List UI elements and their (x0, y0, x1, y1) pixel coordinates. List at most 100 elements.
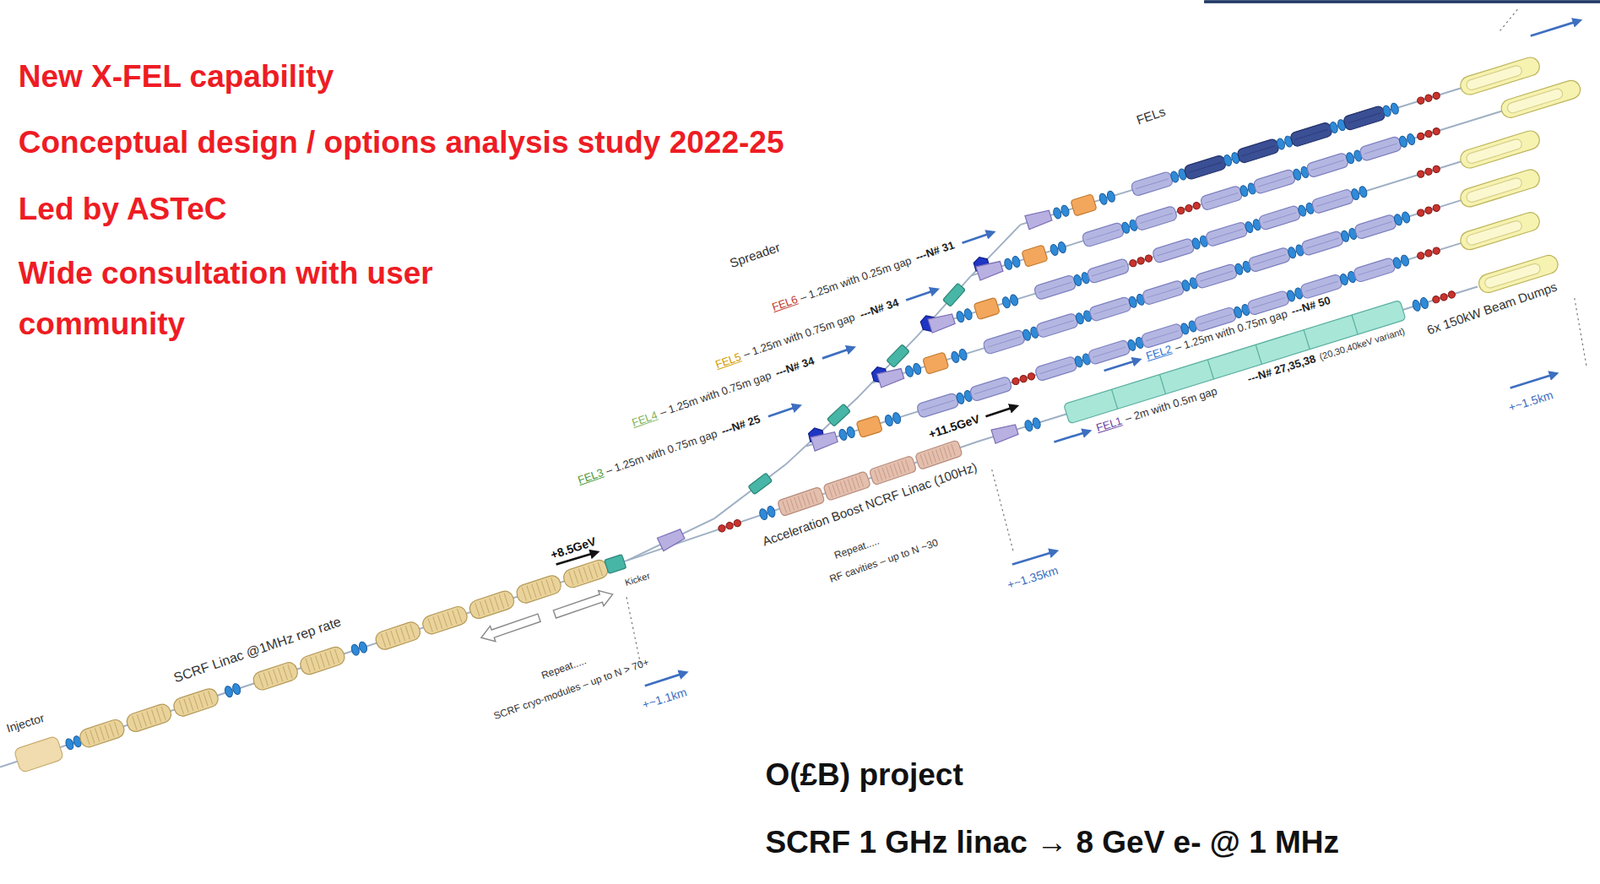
undulator (1352, 257, 1396, 283)
ncrf-cell (939, 448, 944, 461)
quadrupole (1398, 132, 1416, 148)
quadrupole-coil (949, 350, 960, 364)
cryomodule-rib (452, 610, 457, 624)
ncrf-cell (832, 484, 837, 497)
fel1-undulator-body (1063, 299, 1406, 424)
fel1-undulator-joint (1351, 314, 1358, 335)
quadrupole-coil (1191, 237, 1202, 250)
sextupole (1424, 129, 1433, 138)
quadrupole-coil (954, 391, 966, 405)
dipole (810, 429, 839, 451)
quadrupole-coil (1181, 279, 1192, 293)
quadrupole-coil (963, 308, 974, 321)
undulator-body (1130, 171, 1174, 197)
cryomodule (420, 604, 469, 636)
ncrf-cell (813, 490, 819, 503)
undulator-gap (974, 384, 1008, 395)
dipole-body (656, 527, 685, 552)
cryomodule-rib (569, 571, 574, 586)
cryomodule-body (298, 645, 347, 677)
quadrupole-coil (1285, 289, 1297, 303)
undulator-body (1352, 257, 1396, 283)
undulator-gap (1294, 129, 1328, 140)
undulator-gap (1038, 282, 1072, 293)
ncrf-cell (905, 459, 910, 472)
undulator-body (1199, 184, 1243, 211)
cryomodule-rib (504, 593, 509, 608)
beam-dump-core (1465, 176, 1524, 204)
ncrf-cell (878, 468, 883, 481)
quadrupole (1003, 254, 1021, 271)
cryomodule-rib (325, 652, 330, 667)
cryomodule-rib (521, 587, 527, 602)
quadrupole-coil (1339, 229, 1351, 243)
quadrupole-coil (1419, 296, 1430, 310)
spreader-septum (943, 282, 966, 307)
undulator (1289, 121, 1333, 147)
undulator-gap (1086, 229, 1120, 240)
sextupole-triplet (1416, 127, 1442, 142)
ncrf-module (868, 455, 917, 485)
ncrf-body (868, 455, 917, 485)
ncrf-cell (951, 444, 956, 456)
quadrupole-coil (1275, 137, 1286, 151)
quadrupole-coil (1238, 184, 1249, 198)
cryomodule-rib (305, 658, 310, 673)
beam-components (13, 54, 1583, 773)
ncrf-cell (943, 446, 949, 459)
cryomodule-rib (551, 577, 556, 592)
beam-dump-core (1506, 87, 1564, 115)
sextupole (725, 520, 734, 530)
ncrf-cell (847, 479, 852, 492)
quadrupole-coil (1126, 338, 1137, 352)
quadrupole (1049, 240, 1068, 256)
cryomodule-rib (320, 653, 325, 668)
ncrf-cell (882, 467, 887, 480)
undulator-gap (1146, 287, 1180, 298)
undulator (1199, 184, 1243, 211)
module-count: ---N# 50 (1290, 294, 1333, 319)
quadrupole (1001, 293, 1020, 310)
beam-pipe (872, 200, 1461, 383)
cryomodule-body (420, 604, 469, 636)
quadrupole-coil (1031, 417, 1042, 430)
sextupole (1184, 203, 1194, 212)
undulator (1151, 238, 1195, 264)
distance-label: +~1.1km (640, 684, 689, 711)
undulator-gap (1316, 195, 1350, 207)
cryomodule-rib (193, 695, 198, 710)
ncrf-cell (924, 453, 929, 466)
section-boundary (1500, 8, 1519, 32)
undulator-body (916, 392, 960, 418)
undulator (1086, 258, 1130, 284)
beam-dump-core (1483, 262, 1541, 290)
headline: New X-FEL capability (18, 58, 335, 95)
fel-name: FEL6 (770, 293, 799, 315)
injector-label: Injector (5, 710, 47, 736)
sextupole (1431, 203, 1441, 212)
undulator-gap (1092, 347, 1126, 358)
sextupole (1431, 91, 1441, 100)
undulator-body (1194, 263, 1238, 289)
quadrupole (350, 640, 369, 657)
quadrupole-coil (1003, 257, 1014, 271)
dipole (991, 423, 1020, 445)
undulator (1204, 221, 1248, 247)
sextupole (1424, 93, 1433, 103)
spreader-septum-body (943, 282, 966, 307)
sextupole (1011, 376, 1020, 386)
cryomodule-rib (104, 725, 109, 739)
sextupole-triplet (717, 518, 743, 533)
beam-pipe (0, 286, 1478, 767)
dipole (877, 366, 906, 388)
beam-lines (0, 87, 1503, 767)
quadrupole (1382, 102, 1400, 118)
undulator-body (1306, 151, 1350, 178)
undulator (1306, 151, 1350, 178)
sextupole (1176, 206, 1186, 215)
quadrupole-coil (1120, 221, 1131, 234)
ncrf-cell (885, 466, 890, 478)
quadrupole (1411, 296, 1430, 312)
cryomodule-rib (141, 712, 147, 727)
